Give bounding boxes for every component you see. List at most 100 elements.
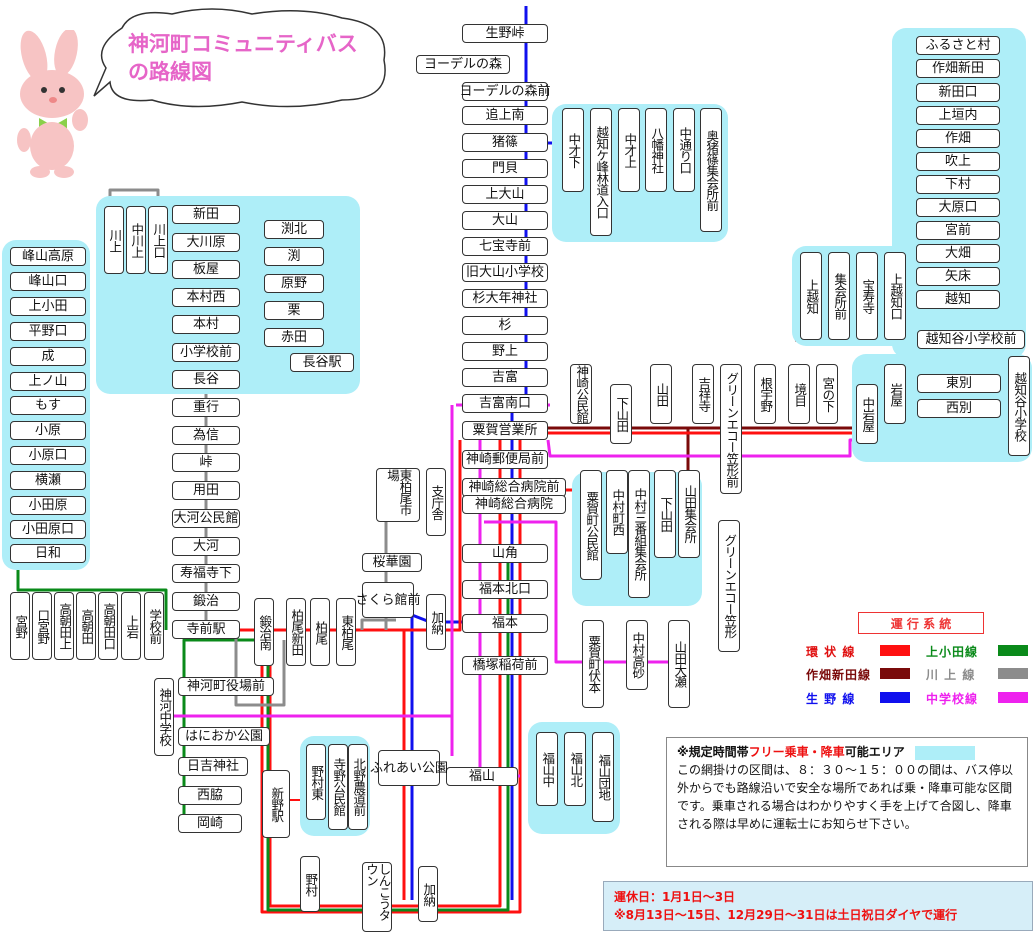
bus-stop-sakuhata: 作畑 xyxy=(916,129,1000,148)
bus-stop-haniwa-koen: はにおか公園 xyxy=(178,727,270,746)
legend-swatch xyxy=(998,668,1028,679)
bus-stop-minehayama-kogen: 峰山高原 xyxy=(10,247,86,266)
bus-stop-ikunotouge: 生野峠 xyxy=(462,24,548,43)
bus-stop-kanzaki-byoin: 神崎総合病院 xyxy=(462,495,566,514)
holiday-line2: ※8月13日～15日、12月29日～31日は土日祝日ダイヤで運行 xyxy=(614,908,958,922)
bus-stop-kanzaki-yubin: 神崎郵便局前 xyxy=(462,450,548,469)
bus-stop-hashizuka: 橋塚稲荷前 xyxy=(462,656,548,675)
bus-stop-shimomura: 下村 xyxy=(916,175,1000,194)
bus-stop-fukuyama: 福山 xyxy=(446,767,518,786)
bus-stop-ochidani-mae: 越知谷小学校前 xyxy=(917,330,1025,349)
bus-stop-kuchimiyano: 口宮野 xyxy=(32,592,52,660)
bus-stop-kaji: 鍛治 xyxy=(172,592,240,611)
bus-stop-yakuba-mae: 神河町役場前 xyxy=(178,677,274,696)
bus-stop-oharaguchi: 大原口 xyxy=(916,198,1000,217)
bus-stop-yoshitomi: 吉富 xyxy=(462,368,548,387)
bus-stop-hiranoguchi: 平野口 xyxy=(10,322,86,341)
bus-stop-takasaki: 高朝田 xyxy=(76,592,96,660)
bus-stop-terano-kominkan: 寺野公民館 xyxy=(328,744,348,830)
bus-stop-naka-saikami: 中才上 xyxy=(618,108,640,192)
bus-stop-motomura-nishi: 本村西 xyxy=(172,288,240,307)
notice-head-highlight: フリー乗車・降車 xyxy=(748,745,845,759)
bus-stop-kamiiwa: 上岩 xyxy=(121,592,141,660)
bus-stop-yamada-shukai: 山田集会所 xyxy=(678,470,700,558)
bus-stop-hasedani: 長谷 xyxy=(172,370,240,389)
title-cloud xyxy=(93,8,386,108)
bus-stop-shinden: 新田 xyxy=(172,205,240,224)
bus-stop-okawachi-kominkan: 大河公民館 xyxy=(172,509,240,528)
bus-stop-fuchikita: 渕北 xyxy=(264,220,324,239)
legend-label: 中学校線 xyxy=(926,692,979,706)
bus-stop-motomura: 本村 xyxy=(172,315,240,334)
bus-stop-okazaki: 岡崎 xyxy=(178,814,242,833)
bus-stop-miyano: 宮野 xyxy=(10,592,30,660)
bus-stop-higashibetsu: 東別 xyxy=(917,374,1001,393)
bus-stop-kamiobata: 上小田 xyxy=(10,297,86,316)
bus-stop-okawara: 大川原 xyxy=(172,233,240,252)
bus-stop-sakura-kaikan: さくら館前 xyxy=(356,582,421,618)
bus-stop-yamada: 山田 xyxy=(650,364,672,424)
bus-stop-green-mae: グリーンエコー笠形前 xyxy=(720,364,742,494)
bus-stop-kamikawa-chu: 神河中学校 xyxy=(154,678,174,756)
bus-stop-sakuhata-shinden: 作畑新田 xyxy=(916,59,1000,78)
bus-stop-ochidani-sho: 越知谷小学校 xyxy=(1008,356,1030,456)
bus-stop-nakamura-nishi: 中村町西 xyxy=(606,470,628,554)
bus-stop-higashi-kashio: 東柏尾 xyxy=(336,598,356,666)
bus-stop-shogakko-mae: 小学校前 xyxy=(172,343,240,362)
bus-stop-fukiage: 吹上 xyxy=(916,152,1000,171)
bus-stop-yoderu-mae: ヨーデルの森前 xyxy=(459,82,551,101)
bus-stop-yoda: 用田 xyxy=(172,481,240,500)
notice-head-prefix: ※規定時間帯 xyxy=(677,745,749,759)
bus-stop-takasakiguchi: 高朝田口 xyxy=(98,592,118,660)
free-area-swatch xyxy=(914,745,975,760)
bus-stop-kamiochiguchi: 上越知口 xyxy=(884,252,906,340)
map-title-line2: の路線図 xyxy=(128,60,212,84)
bus-stop-higashi-kashio-ichiba: 東柏尾市場 xyxy=(376,468,420,522)
bus-stop-kitanono-mae: 北野農道前 xyxy=(348,744,368,830)
bus-stop-kanzaki-byoin-mae: 神崎総合病院前 xyxy=(462,478,566,497)
bus-stop-yoshitomi-minamiguchi: 吉富南口 xyxy=(462,394,548,413)
bus-stop-oharaguchi2: 小原口 xyxy=(10,446,86,465)
bus-stop-kajiminami: 鍛治南 xyxy=(254,598,274,666)
bus-stop-kyu-oyama-sho: 旧大山小学校 xyxy=(462,263,548,282)
bus-stop-nomura: 野村 xyxy=(300,856,320,912)
bus-stop-green: グリーンエコー笠形 xyxy=(718,520,740,652)
bus-stop-okawachi: 大河 xyxy=(172,537,240,556)
bus-stop-sakaime: 境目 xyxy=(788,364,810,424)
legend-label: 川 上 線 xyxy=(926,668,976,682)
bus-stop-ohara: 小原 xyxy=(10,421,86,440)
legend-swatch xyxy=(998,692,1028,703)
bus-stop-shichosha: 支庁舎 xyxy=(426,468,446,536)
bus-stop-nakamura-sanban: 中村三番組集会所 xyxy=(628,470,650,598)
bus-stop-shigeyuki: 重行 xyxy=(172,398,240,417)
bus-stop-hachiman: 八幡神社 xyxy=(645,108,667,192)
bus-stop-akada: 赤田 xyxy=(264,328,324,347)
bus-stop-ohata: 大畑 xyxy=(916,244,1000,263)
route-line xyxy=(484,520,690,664)
bus-stop-sugiotoshi: 杉大年神社 xyxy=(462,289,548,308)
bus-stop-kano: 加納 xyxy=(426,594,446,650)
mascot-rabbit-icon xyxy=(17,30,88,178)
bus-stop-gakkomae: 学校前 xyxy=(144,592,164,660)
bus-stop-kaminoyama: 上ノ山 xyxy=(10,372,86,391)
bus-stop-awaga-fushimoto: 粟賀町伏本 xyxy=(582,620,604,708)
legend-title: 運 行 系 統 xyxy=(858,612,984,634)
legend-swatch xyxy=(880,645,910,656)
bus-stop-nakamura-takasago: 中村高砂 xyxy=(626,620,648,690)
bus-stop-shinnoeki: 新野駅 xyxy=(262,770,290,838)
legend-label: 環 状 線 xyxy=(806,645,856,659)
bus-stop-oyama: 大山 xyxy=(462,211,548,230)
bus-stop-kamiochi: 上越知 xyxy=(800,252,822,340)
notice-body: この網掛けの区間は、８：３０～１５：００の間は、バス停以外からでも路線沿いで安全… xyxy=(677,763,1014,831)
bus-stop-yokose: 横瀬 xyxy=(10,471,86,490)
bus-stop-ochikeminedo: 越知ケ峰林道入口 xyxy=(590,108,612,236)
bus-stop-nakaiwaya: 中岩屋 xyxy=(856,384,878,444)
bus-stop-miyanoshita: 宮の下 xyxy=(816,364,838,424)
bus-stop-ochi: 越知 xyxy=(916,290,1000,309)
bus-stop-shukaisho: 集会所前 xyxy=(828,252,850,340)
bus-stop-kanzaki-kominkan: 神崎公民館 xyxy=(570,364,592,424)
bus-stop-kadogai: 門貝 xyxy=(462,159,548,178)
bus-stop-nakakawakami: 中川上 xyxy=(126,206,146,274)
legend-swatch xyxy=(880,692,910,703)
bus-stop-takasaki-kami: 高朝田上 xyxy=(54,592,74,660)
